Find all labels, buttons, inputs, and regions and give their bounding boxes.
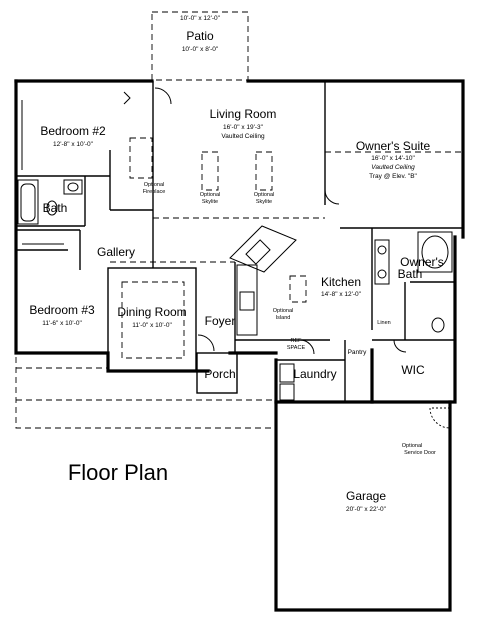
kitchen-name: Kitchen — [321, 275, 361, 289]
interior-walls — [16, 81, 463, 402]
patio-name: Patio — [186, 29, 214, 43]
living-room-name: Living Room — [210, 107, 277, 121]
dining-room-dim: 11'-0" x 10'-0" — [132, 322, 172, 329]
optional-island-note-2: Island — [276, 315, 291, 321]
patio — [151, 11, 249, 81]
living-room-dim: 16'-0" x 19'-3" — [223, 124, 264, 131]
kitchen-dim: 14'-8" x 12'-0" — [321, 291, 362, 298]
optional-skylite-b-note-1: Optional — [254, 192, 275, 198]
porch-name: Porch — [204, 367, 235, 381]
optional-skylite-note-1: Optional — [200, 192, 221, 198]
bedroom3-name: Bedroom #3 — [29, 303, 95, 317]
optional-fireplace-note-1: Optional — [144, 182, 165, 188]
owners-suite-dim: 16'-0" x 14'-10" — [371, 155, 415, 162]
front-porch-outline — [15, 357, 276, 429]
bath-name: Bath — [43, 201, 68, 215]
patio-dim-top: 10'-0" x 12'-0" — [180, 15, 221, 22]
owners-bath-name-1: Owner's — [400, 255, 444, 269]
owners-suite-note: Vaulted Ceiling — [371, 164, 415, 171]
wic-name: WIC — [401, 363, 425, 377]
living-room-note: Vaulted Ceiling — [221, 133, 265, 140]
fixtures — [17, 87, 463, 429]
optional-service-door-note-1: Optional — [402, 443, 423, 449]
pantry-name: Pantry — [348, 349, 368, 356]
owners-suite-name: Owner's Suite — [356, 139, 431, 153]
owners-suite-note2: Tray @ Elev. "B" — [369, 173, 417, 180]
gallery-name: Gallery — [97, 245, 135, 259]
garage-name: Garage — [346, 489, 386, 503]
garage-dim: 20'-0" x 22'-0" — [346, 506, 387, 513]
optional-skylite-note-2: Skylite — [202, 199, 218, 205]
floor-plan-title: Floor Plan — [68, 460, 168, 485]
bedroom3-dim: 11'-6" x 10'-0" — [42, 320, 82, 327]
optional-island-note-1: Optional — [273, 308, 294, 314]
labels: 10'-0" x 12'-0" Patio 10'-0" x 8'-0" Liv… — [29, 15, 444, 513]
laundry-name: Laundry — [293, 367, 336, 381]
ref-space-note-2: SPACE — [287, 345, 306, 351]
bedroom2-name: Bedroom #2 — [40, 124, 106, 138]
ref-space-note-1: REF — [291, 338, 303, 344]
bedroom2-dim: 12'-8" x 10'-0" — [53, 141, 94, 148]
entry-porch — [196, 352, 238, 394]
optional-skylite-b-note-2: Skylite — [256, 199, 272, 205]
foyer-name: Foyer — [205, 314, 236, 328]
optional-service-door-note-2: Service Door — [404, 450, 436, 456]
linen-name: Linen — [377, 320, 390, 326]
optional-fireplace-note-2: Fireplace — [143, 189, 166, 195]
dining-room-name: Dining Room — [117, 305, 186, 319]
patio-dim: 10'-0" x 8'-0" — [182, 46, 219, 53]
owners-bath-name-2: Bath — [398, 267, 423, 281]
